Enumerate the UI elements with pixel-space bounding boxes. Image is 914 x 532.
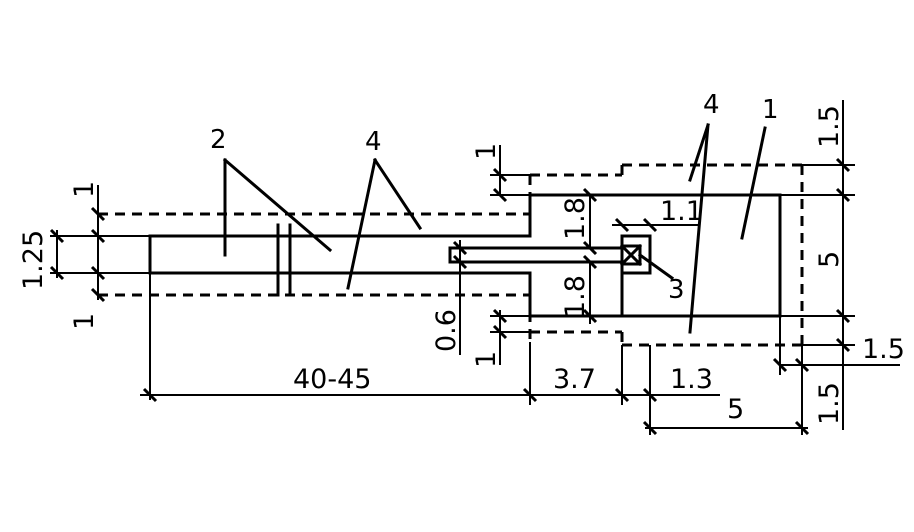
dim-width-outer: 1.25	[18, 230, 49, 290]
item-labels: 2 4 4 1 3	[210, 90, 779, 305]
solid-outline	[148, 193, 782, 318]
label-4-left: 4	[365, 127, 382, 157]
dim-top-margin: 1.5	[814, 105, 845, 148]
dim-right-margin: 1.5	[862, 334, 905, 365]
dim-length: 40-45	[293, 364, 371, 395]
leader-lines	[222, 123, 767, 334]
dimension-lines	[49, 100, 900, 436]
label-1: 1	[762, 95, 779, 125]
dim-inner-width: 1.1	[660, 196, 703, 227]
dim-gap: 0.6	[431, 309, 462, 352]
label-4-right: 4	[703, 90, 720, 120]
dim-height: 5	[814, 251, 845, 268]
dim-neck: 3.7	[553, 364, 596, 395]
dim-left-small: 1	[471, 143, 502, 160]
dim-bottom-margin: 1.5	[814, 382, 845, 425]
dim-block-offset: 1.3	[670, 364, 713, 395]
dim-bottom-offset: 1	[69, 313, 100, 330]
dim-bottom-small: 1	[471, 351, 502, 368]
dim-block-width: 5	[727, 394, 744, 425]
dim-upper-gap: 1.8	[560, 197, 591, 240]
dim-top-offset: 1	[69, 181, 100, 198]
dim-lower-gap: 1.8	[560, 275, 591, 318]
label-3: 3	[668, 275, 685, 305]
dashed-outline	[98, 163, 804, 347]
dimension-text: 1 1.25 1 1 1 0.6 1.8 1.8 1.1 40-45 3.7 1…	[18, 105, 905, 425]
label-2: 2	[210, 125, 227, 155]
